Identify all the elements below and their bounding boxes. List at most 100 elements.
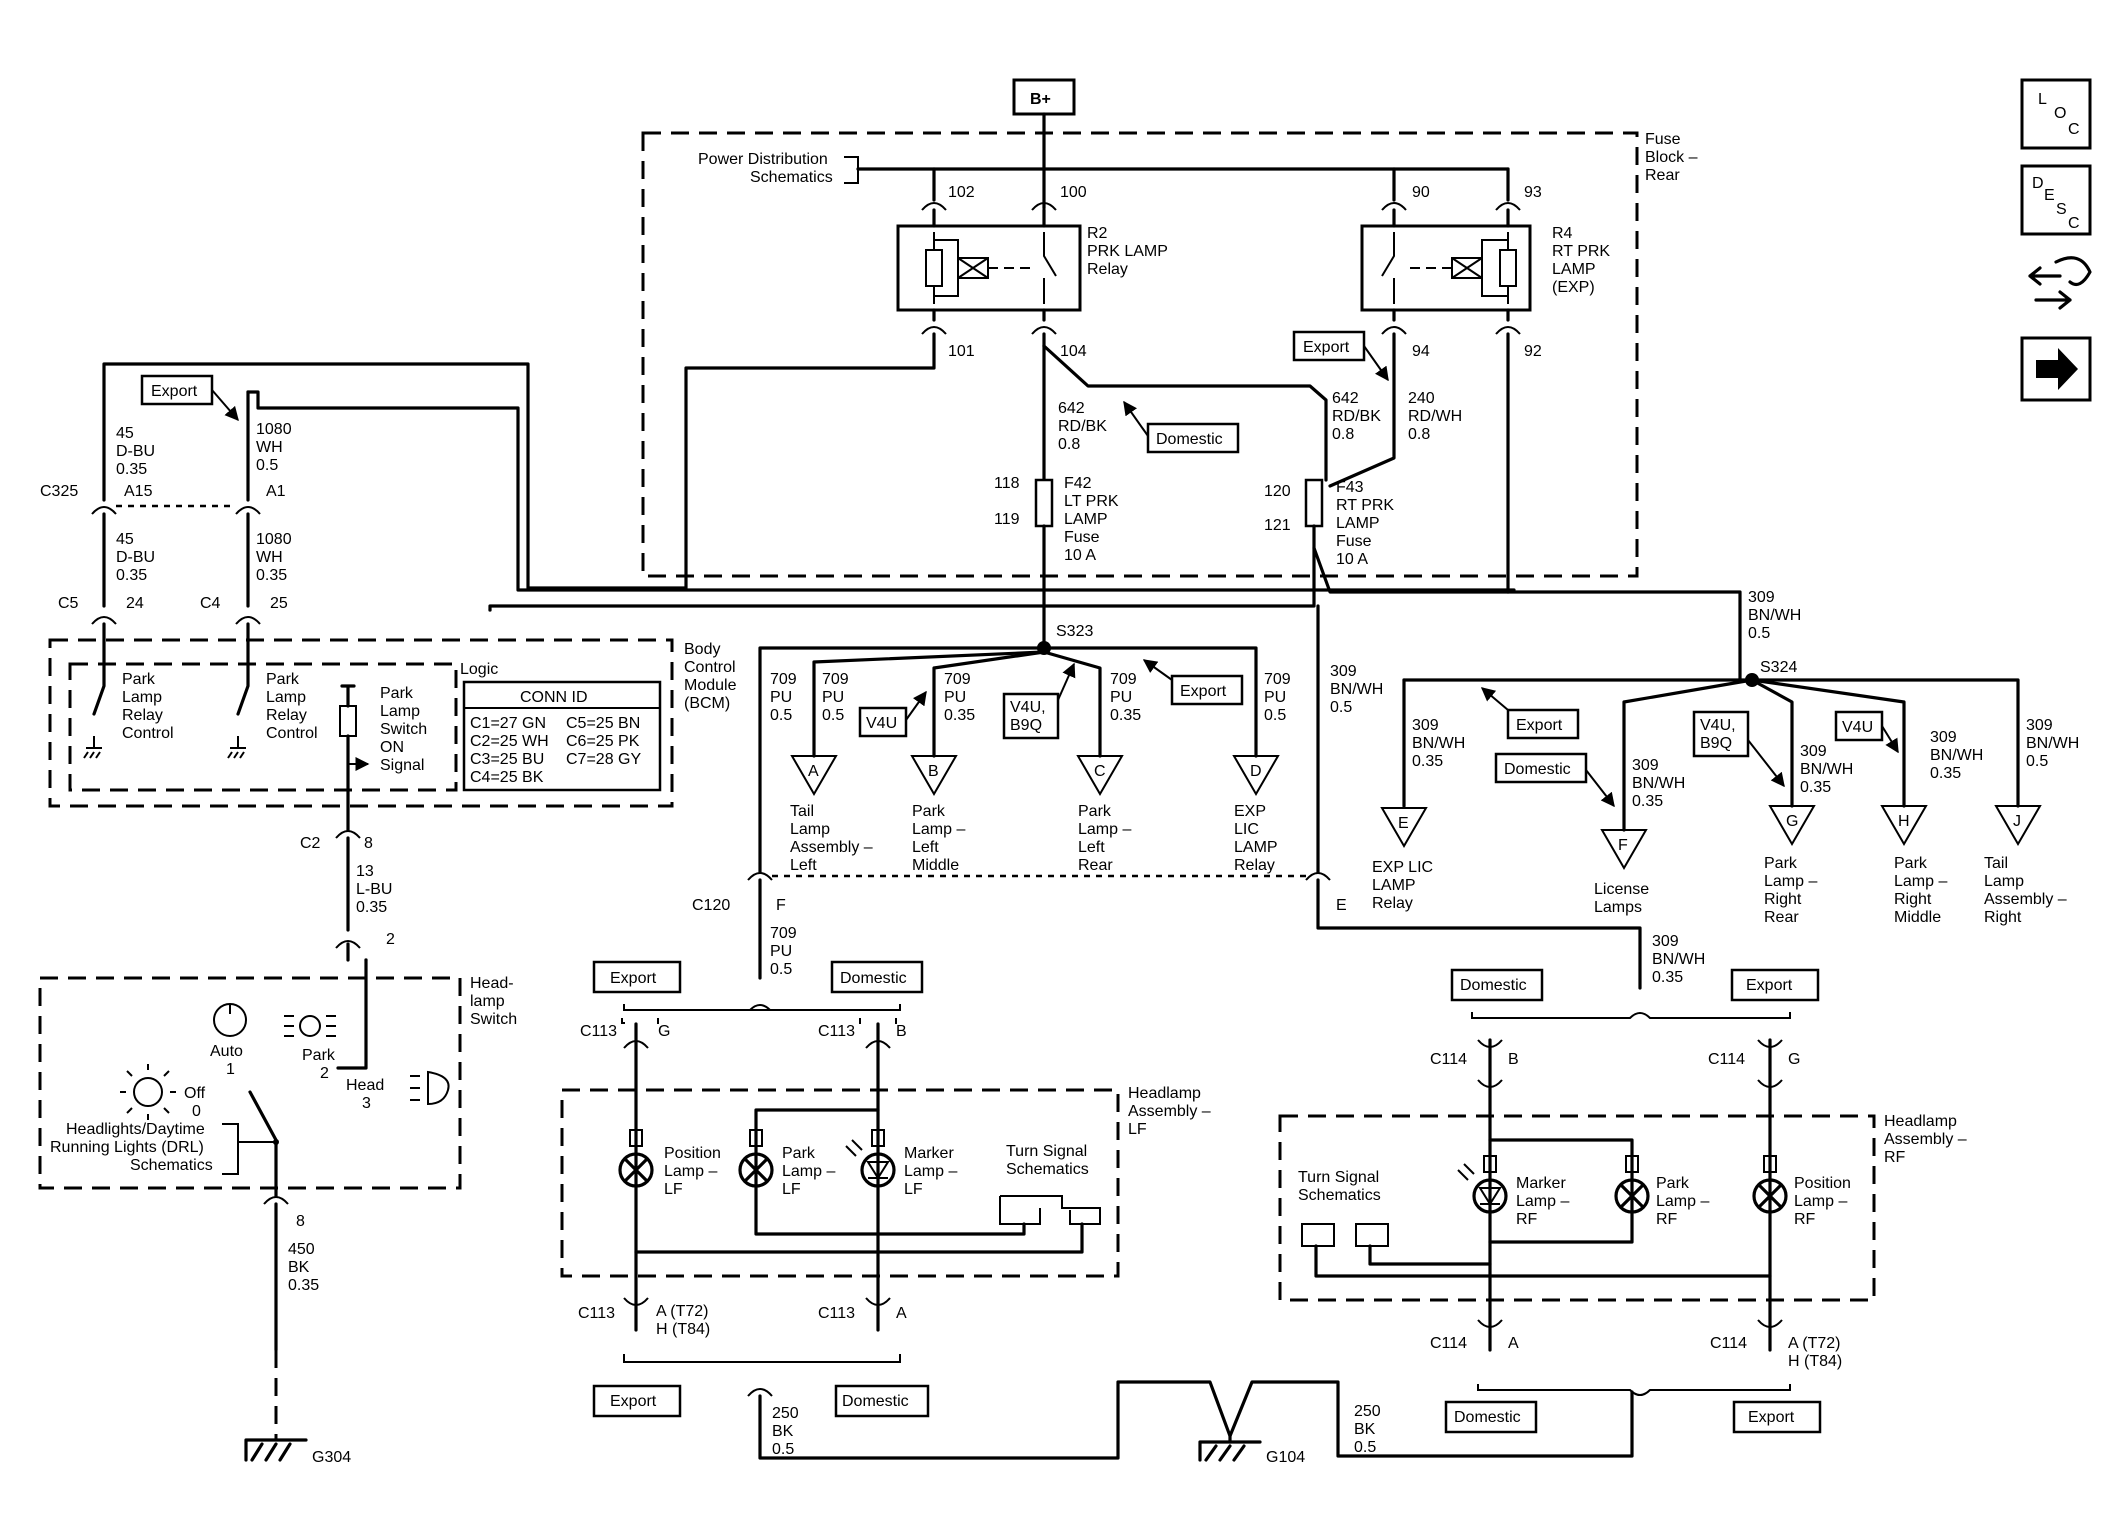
tag-v4u-h-label: V4U xyxy=(1842,719,1873,736)
wire-450-2: BK xyxy=(288,1259,310,1276)
conn-id-c1: C1=27 GN xyxy=(470,715,546,732)
dest-b-1: Park xyxy=(912,803,946,820)
pos-rf-3: RF xyxy=(1794,1211,1816,1228)
prc1-label-1: Park xyxy=(122,671,156,688)
dest-d-2: LIC xyxy=(1234,821,1259,838)
prc2-label-3: Relay xyxy=(266,707,307,724)
pin-118: 118 xyxy=(994,475,1020,492)
f43-label-3: LAMP xyxy=(1336,515,1380,532)
pin-8-hls: 8 xyxy=(296,1213,305,1230)
prc1-label-2: Lamp xyxy=(122,689,162,706)
pin-g-c113: G xyxy=(658,1023,670,1040)
pos-lf-2: Lamp – xyxy=(664,1163,717,1180)
desc-letter-d: D xyxy=(2032,175,2044,192)
head-pos-label-1: Head xyxy=(346,1077,384,1094)
battery-positive-label: B+ xyxy=(1030,91,1051,108)
dest-j-3: Assembly – xyxy=(1984,891,2067,908)
dest-e-3: Relay xyxy=(1372,895,1413,912)
tri-f-label: F xyxy=(1618,837,1628,854)
dest-b-4: Middle xyxy=(912,857,959,874)
dest-a-2: Lamp xyxy=(790,821,830,838)
dest-d-4: Relay xyxy=(1234,857,1275,874)
wire-309-d-3: 0.35 xyxy=(1632,793,1663,810)
wire-642-b-1: 642 xyxy=(1332,390,1359,407)
wire-642-a-3: 0.8 xyxy=(1058,436,1080,453)
wire-450-3: 0.35 xyxy=(288,1277,319,1294)
wire-45-a-3: 0.35 xyxy=(116,461,147,478)
f43-label-4: Fuse xyxy=(1336,533,1372,550)
wire-709-e-1: 709 xyxy=(1264,671,1291,688)
conn-id-c6: C6=25 PK xyxy=(566,733,640,750)
dest-b-3: Left xyxy=(912,839,939,856)
dest-d-3: LAMP xyxy=(1234,839,1278,856)
wire-709-f-3: 0.5 xyxy=(770,961,792,978)
r2-label-3: Relay xyxy=(1087,261,1128,278)
destination-triangle-h: H xyxy=(1880,805,1928,846)
marker-rf-2: Lamp – xyxy=(1516,1193,1569,1210)
wire-13-1: 13 xyxy=(356,863,374,880)
tri-j-label: J xyxy=(2013,813,2021,830)
headlamp-assembly-lf-outline xyxy=(560,1088,1120,1278)
wire-1080-a-3: 0.5 xyxy=(256,457,278,474)
tag-domestic-rf-top xyxy=(1450,968,1544,1002)
wire-642-b-3: 0.8 xyxy=(1332,426,1354,443)
hla-rf-label-3: RF xyxy=(1884,1149,1906,1166)
dest-a-1: Tail xyxy=(790,803,814,820)
tag-v4u-b9q-g-label-2: B9Q xyxy=(1700,735,1732,752)
wire-709-b-1: 709 xyxy=(822,671,849,688)
wire-13-3: 0.35 xyxy=(356,899,387,916)
wire-250-b-3: 0.5 xyxy=(1354,1439,1376,1456)
dest-c-2: Lamp – xyxy=(1078,821,1131,838)
pin-92: 92 xyxy=(1524,343,1542,360)
tri-g-label: G xyxy=(1786,813,1798,830)
dest-g-4: Rear xyxy=(1764,909,1799,926)
tag-export-lf-bot-label: Export xyxy=(610,1393,657,1410)
fuse-block-label-1: Fuse xyxy=(1645,131,1681,148)
wire-240-1: 240 xyxy=(1408,390,1435,407)
connector-c325: C325 xyxy=(40,483,78,500)
dest-a-4: Left xyxy=(790,857,817,874)
wire-709-a-1: 709 xyxy=(770,671,797,688)
dest-h-1: Park xyxy=(1894,855,1928,872)
marker-rf-3: RF xyxy=(1516,1211,1538,1228)
schematic-nav-icon[interactable] xyxy=(2028,256,2092,310)
next-arrow-icon[interactable] xyxy=(2020,336,2092,402)
wire-309-f-1: 309 xyxy=(1930,729,1957,746)
tri-e-label: E xyxy=(1398,815,1409,832)
wire-309-d-1: 309 xyxy=(1632,757,1659,774)
park-lamp-icon xyxy=(284,1015,336,1037)
pin-g-c114: G xyxy=(1788,1051,1800,1068)
auto-label-2: 1 xyxy=(226,1061,235,1078)
destination-triangle-a: A xyxy=(790,755,838,796)
wire-45-a-1: 45 xyxy=(116,425,134,442)
destination-triangle-b: B xyxy=(910,755,958,796)
dest-g-1: Park xyxy=(1764,855,1798,872)
park-pos-label-2: 2 xyxy=(320,1065,329,1082)
tag-v4u-b9q-c-label-2: B9Q xyxy=(1010,717,1042,734)
pin-25: 25 xyxy=(270,595,288,612)
pin-100: 100 xyxy=(1060,184,1087,201)
destination-triangle-c: C xyxy=(1076,755,1124,796)
tag-v4u-b xyxy=(858,706,908,738)
loc-icon[interactable]: L O C xyxy=(2020,78,2092,150)
marker-lf-2: Lamp – xyxy=(904,1163,957,1180)
pin-a-t72-rf: A (T72) xyxy=(1788,1335,1840,1352)
ground-g304-label: G304 xyxy=(312,1449,351,1466)
destination-triangle-f: F xyxy=(1600,829,1648,870)
pin-a-c114: A xyxy=(1508,1335,1519,1352)
destination-triangle-e: E xyxy=(1380,807,1428,848)
pin-101: 101 xyxy=(948,343,975,360)
wire-309-c-1: 309 xyxy=(1412,717,1439,734)
desc-icon[interactable]: D E S C xyxy=(2020,164,2092,236)
wire-709-c-2: PU xyxy=(944,689,966,706)
tag-export-d-label: Export xyxy=(1180,683,1227,700)
f43-label-2: RT PRK xyxy=(1336,497,1394,514)
tag-v4u-b9q-g-label-1: V4U, xyxy=(1700,717,1736,734)
park-lamp-lf-icon xyxy=(738,1129,774,1188)
desc-letter-s: S xyxy=(2056,201,2067,218)
wire-709-d-1: 709 xyxy=(1110,671,1137,688)
tag-export-rf-top xyxy=(1730,968,1820,1002)
connector-c2: C2 xyxy=(300,835,321,852)
tag-domestic-lf-top-label: Domestic xyxy=(840,970,907,987)
r4-label-4: (EXP) xyxy=(1552,279,1595,296)
